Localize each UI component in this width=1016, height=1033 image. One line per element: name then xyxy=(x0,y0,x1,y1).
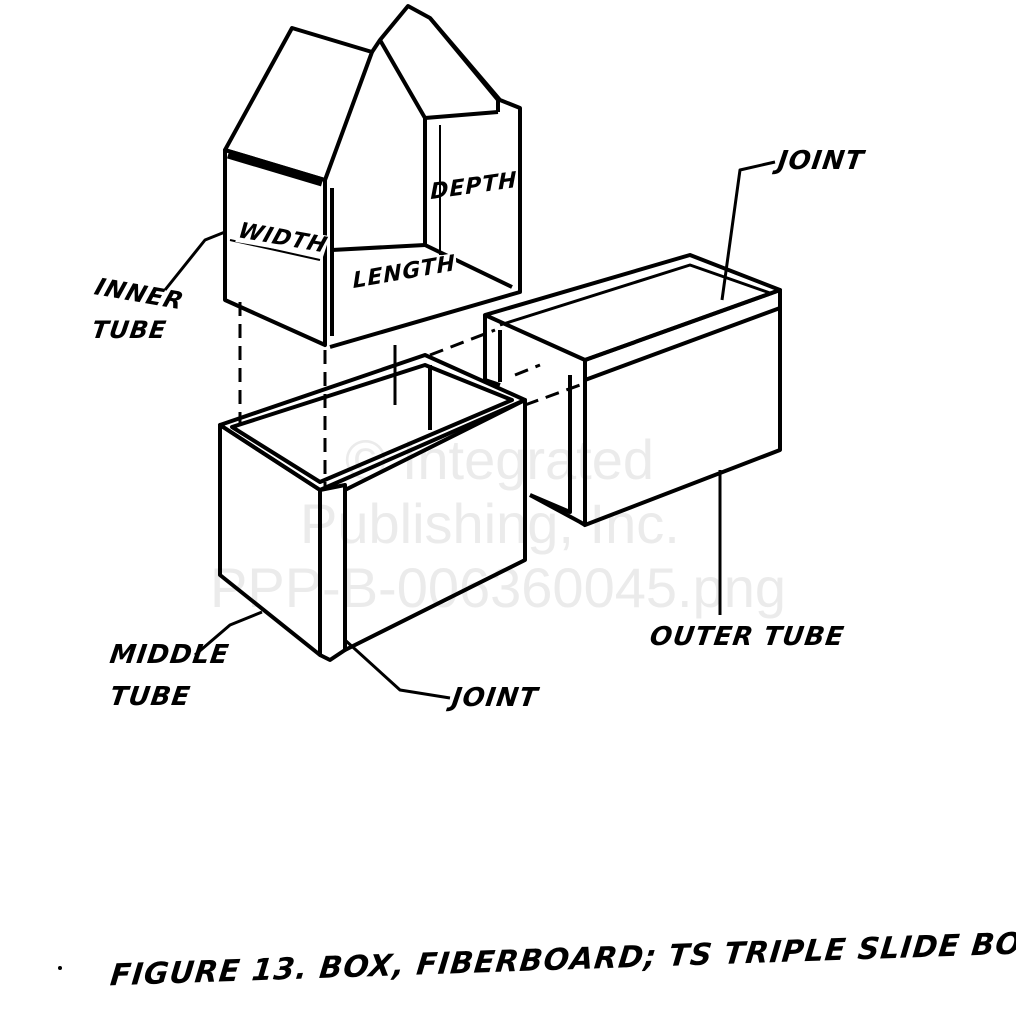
inner-tube xyxy=(223,4,522,349)
stray-dot xyxy=(58,966,62,970)
leader-lines xyxy=(163,160,776,700)
watermark-line1: © Integrated xyxy=(345,428,655,491)
dashed-guides xyxy=(238,302,581,488)
watermark-line2: Publishing, Inc. xyxy=(300,492,680,555)
label-inner-tube-2: TUBE xyxy=(90,316,169,344)
watermark-line3: PPP-B-006360045.png xyxy=(210,556,786,619)
label-outer-tube: OUTER TUBE xyxy=(647,622,847,652)
middle-tube xyxy=(218,353,527,662)
label-middle-tube-2: TUBE xyxy=(107,682,193,712)
label-joint-bottom: JOINT xyxy=(449,683,541,713)
label-middle-tube-1: MIDDLE xyxy=(107,640,232,670)
outer-tube xyxy=(483,253,782,527)
label-joint-top: JOINT xyxy=(775,146,867,176)
